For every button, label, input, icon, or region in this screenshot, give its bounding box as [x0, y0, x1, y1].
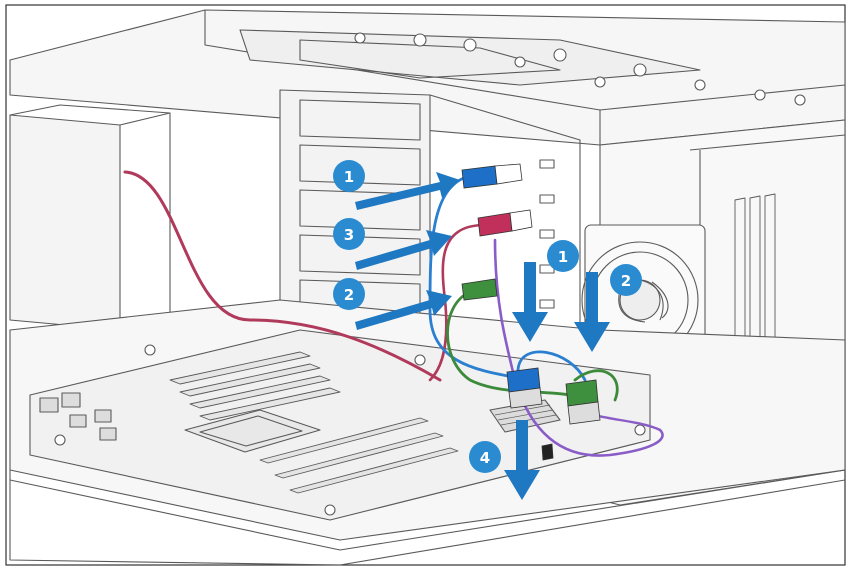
red-power-cable [123, 170, 442, 382]
green-sata-cable-2 [573, 369, 619, 402]
callout-1-upper: 1 [333, 160, 365, 192]
small-connector [541, 443, 554, 461]
svg-text:3: 3 [344, 226, 354, 244]
arrow-1-upper [355, 172, 460, 210]
direction-arrows [355, 172, 610, 500]
svg-text:1: 1 [344, 168, 354, 186]
callout-1-right: 1 [547, 240, 579, 272]
blue-connector-top [461, 165, 498, 189]
blue-sata-cable [428, 174, 522, 380]
arrow-2-left [355, 290, 452, 330]
svg-text:2: 2 [621, 272, 631, 290]
blue-sata-cable-2 [516, 350, 587, 382]
callout-2-right: 2 [610, 264, 642, 296]
chassis-line-art [9, 9, 846, 566]
connectors [461, 163, 601, 461]
green-connector-top [461, 278, 498, 301]
callout-4: 4 [469, 441, 501, 473]
arrow-4-down [504, 420, 540, 500]
green-connector-board [565, 379, 599, 407]
purple-cable [493, 238, 664, 457]
callout-3: 3 [333, 218, 365, 250]
arrow-1-down [512, 262, 548, 342]
svg-text:4: 4 [480, 449, 490, 467]
arrow-3 [355, 230, 452, 270]
svg-text:2: 2 [344, 286, 354, 304]
svg-text:1: 1 [558, 248, 568, 266]
arrow-2-down [574, 272, 610, 352]
callout-2-left: 2 [333, 278, 365, 310]
